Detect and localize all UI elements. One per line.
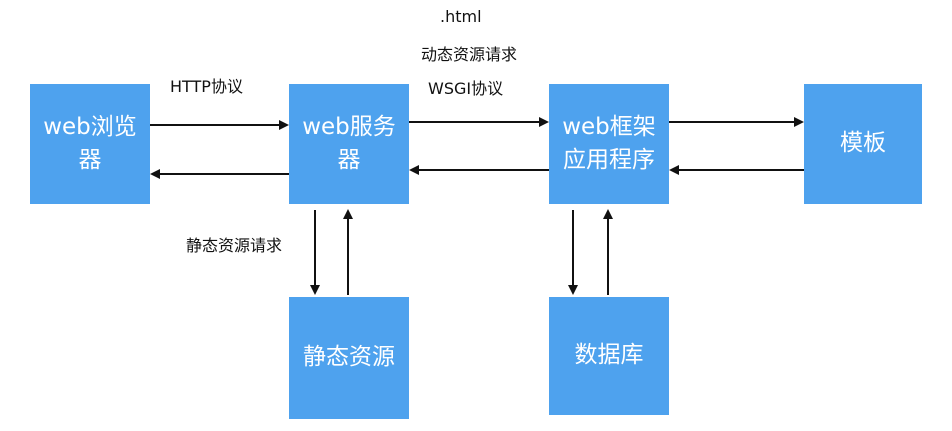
static-request-label: 静态资源请求: [186, 236, 283, 255]
web-browser-label: web浏览 器: [43, 113, 137, 173]
http-protocol-label: HTTP协议: [170, 77, 243, 96]
static-resources-label: 静态资源: [303, 344, 395, 371]
template-label: 模板: [840, 130, 886, 157]
database-node: 数据库: [549, 297, 669, 415]
web-framework-label: web框架 应用程序: [562, 113, 656, 173]
web-server-node: web服务 器: [289, 84, 409, 204]
static-resources-node: 静态资源: [289, 297, 409, 419]
web-browser-node: web浏览 器: [30, 84, 150, 204]
dynamic-request-label: 动态资源请求: [421, 45, 518, 64]
database-label: 数据库: [574, 342, 644, 369]
template-node: 模板: [804, 84, 922, 204]
wsgi-protocol-label: WSGI协议: [428, 79, 504, 98]
web-framework-node: web框架 应用程序: [549, 84, 669, 204]
html-label: .html: [440, 7, 482, 26]
web-server-label: web服务 器: [302, 113, 396, 173]
